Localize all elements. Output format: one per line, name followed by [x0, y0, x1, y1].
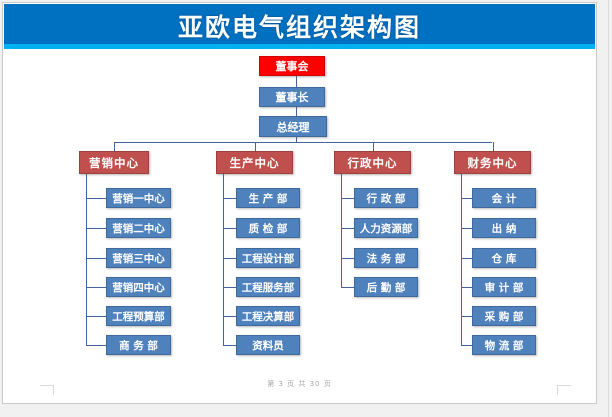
- org-branch-node[interactable]: 行政中心: [334, 151, 411, 174]
- org-child-node[interactable]: 工程决算部: [236, 306, 300, 326]
- org-child-node[interactable]: 仓 库: [472, 248, 536, 268]
- org-child-node[interactable]: 营销一中心: [106, 188, 171, 208]
- connector-line: [296, 137, 297, 142]
- org-child-node[interactable]: 营销三中心: [106, 248, 171, 268]
- connector-line: [223, 316, 236, 317]
- connector-line: [493, 142, 494, 151]
- page-number-footer: 第 3 页 共 30 页: [267, 380, 332, 388]
- margin-corner-mark-left: [40, 385, 54, 395]
- connector-line: [461, 228, 472, 229]
- connector-line: [341, 174, 342, 287]
- document-page: 亚欧电气组织架构图 董事会董事长总经理营销中心营销一中心营销二中心营销三中心营销…: [2, 2, 597, 404]
- org-branch-node[interactable]: 生产中心: [216, 151, 293, 174]
- org-child-node[interactable]: 营销四中心: [106, 277, 171, 297]
- connector-line: [461, 316, 472, 317]
- org-child-node[interactable]: 工程设计部: [236, 248, 300, 268]
- connector-line: [86, 198, 106, 199]
- org-child-node[interactable]: 工程服务部: [236, 277, 300, 297]
- connector-line: [86, 174, 87, 345]
- title-banner: 亚欧电气组织架构图: [4, 4, 595, 49]
- connector-line: [461, 287, 472, 288]
- org-child-node[interactable]: 营销二中心: [106, 218, 171, 238]
- connector-line: [341, 258, 354, 259]
- connector-line: [223, 287, 236, 288]
- org-child-node[interactable]: 审 计 部: [472, 277, 536, 297]
- org-child-node[interactable]: 行 政 部: [354, 188, 418, 208]
- org-child-node[interactable]: 人力资源部: [354, 218, 418, 238]
- org-node-chairman[interactable]: 董事长: [259, 87, 325, 107]
- connector-line: [461, 198, 472, 199]
- connector-line: [461, 345, 472, 346]
- window-edge-rail: [608, 0, 609, 417]
- connector-line: [86, 316, 106, 317]
- org-branch-node[interactable]: 财务中心: [454, 151, 531, 174]
- org-child-node[interactable]: 后 勤 部: [354, 277, 418, 297]
- connector-line: [86, 258, 106, 259]
- banner-accent-strip: [4, 44, 595, 49]
- org-child-node[interactable]: 会 计: [472, 188, 536, 208]
- connector-line: [341, 198, 354, 199]
- connector-line: [223, 228, 236, 229]
- page-title: 亚欧电气组织架构图: [177, 13, 421, 42]
- connector-line: [341, 228, 354, 229]
- connector-line: [223, 174, 224, 345]
- connector-line: [114, 142, 115, 151]
- org-child-node[interactable]: 出 纳: [472, 218, 536, 238]
- connector-line: [461, 174, 462, 345]
- connector-line: [373, 142, 374, 151]
- org-branch-node[interactable]: 营销中心: [79, 151, 149, 174]
- margin-corner-mark-right: [557, 385, 571, 395]
- org-node-general-manager[interactable]: 总经理: [259, 116, 327, 137]
- connector-line: [223, 198, 236, 199]
- connector-line: [223, 258, 236, 259]
- org-child-node[interactable]: 资料员: [236, 335, 300, 355]
- connector-line: [223, 345, 236, 346]
- connector-line: [341, 287, 354, 288]
- connector-line: [114, 142, 492, 143]
- org-child-node[interactable]: 采 购 部: [472, 306, 536, 326]
- org-child-node[interactable]: 质 检 部: [236, 218, 300, 238]
- connector-line: [296, 76, 297, 87]
- connector-line: [255, 142, 256, 151]
- org-child-node[interactable]: 法 务 部: [354, 248, 418, 268]
- org-child-node[interactable]: 工程预算部: [106, 306, 171, 326]
- org-node-board[interactable]: 董事会: [259, 56, 325, 76]
- connector-line: [461, 258, 472, 259]
- connector-line: [86, 287, 106, 288]
- connector-line: [86, 345, 106, 346]
- org-child-node[interactable]: 生 产 部: [236, 188, 300, 208]
- org-child-node[interactable]: 物 流 部: [472, 335, 536, 355]
- connector-line: [296, 107, 297, 116]
- connector-line: [86, 228, 106, 229]
- org-child-node[interactable]: 商 务 部: [106, 335, 171, 355]
